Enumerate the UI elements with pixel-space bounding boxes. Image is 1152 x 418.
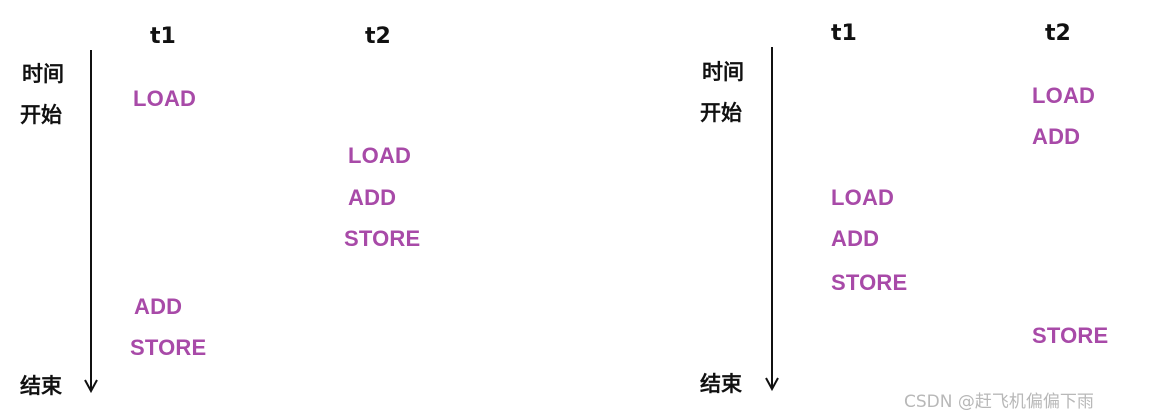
- time-start-label: 时间: [22, 62, 64, 86]
- operation-label: STORE: [1032, 323, 1109, 348]
- operation-label: STORE: [831, 270, 908, 295]
- operation-label: LOAD: [1032, 83, 1096, 108]
- operation-label: LOAD: [348, 143, 412, 168]
- thread-header-t2: t2: [1045, 21, 1071, 46]
- operation-label: ADD: [1032, 124, 1081, 149]
- time-end-label: 结束: [700, 372, 742, 396]
- thread-header-t1: t1: [150, 24, 176, 49]
- operation-label: ADD: [831, 226, 880, 251]
- thread-header-t2: t2: [365, 24, 391, 49]
- operation-label: LOAD: [133, 86, 197, 111]
- time-start-label: 开始: [20, 103, 62, 127]
- operation-label: LOAD: [831, 185, 895, 210]
- watermark: CSDN @赶飞机偏偏下雨: [904, 392, 1094, 412]
- time-start-label: 开始: [700, 101, 742, 125]
- time-axis-arrowhead: [765, 377, 779, 392]
- time-end-label: 结束: [20, 374, 62, 398]
- thread-header-t1: t1: [831, 21, 857, 46]
- time-start-label: 时间: [702, 60, 744, 84]
- time-axis-arrowhead: [84, 379, 98, 394]
- operation-label: STORE: [130, 335, 207, 360]
- operation-label: ADD: [134, 294, 183, 319]
- operation-label: ADD: [348, 185, 397, 210]
- operation-label: STORE: [344, 226, 421, 251]
